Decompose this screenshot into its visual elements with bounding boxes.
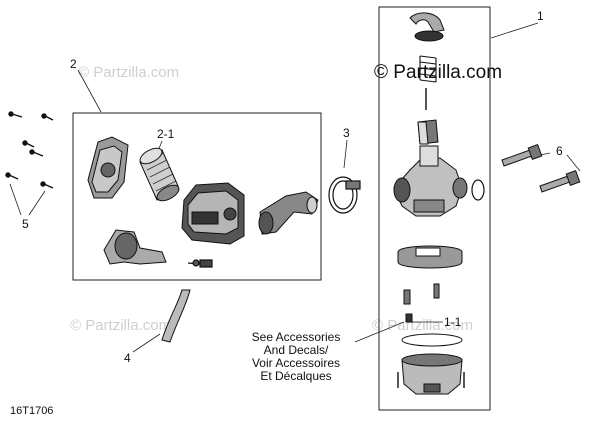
watermarks: © Partzilla.com © Partzilla.com © Partzi… [70, 62, 502, 334]
air-filter-element [139, 147, 180, 202]
float [397, 245, 463, 269]
jets [403, 283, 440, 323]
hose-clamp [328, 176, 361, 214]
callout-4: 4 [124, 351, 131, 365]
note-line-2: And Decals/ [264, 343, 329, 357]
callout-1: 1 [537, 9, 544, 23]
bowl-screws [397, 372, 465, 388]
float-bowl [401, 333, 463, 395]
throttle-slide [417, 119, 439, 145]
carb-elbow [409, 12, 445, 42]
accessories-note: See Accessories And Decals/ Voir Accesso… [252, 330, 341, 383]
note-line-4: Et Décalques [260, 369, 331, 383]
callout-3: 3 [343, 126, 350, 140]
watermark-faint-1: © Partzilla.com [78, 64, 179, 81]
group-box-2 [72, 112, 322, 281]
carb-oring [471, 179, 485, 201]
note-line-1: See Accessories [252, 330, 341, 344]
callout-2-1: 2-1 [157, 127, 175, 141]
group-box-1 [378, 6, 491, 411]
airbox-duct [103, 229, 167, 265]
screws-part-5 [5, 111, 54, 189]
watermark-faint-2: © Partzilla.com [70, 317, 171, 334]
drain-hose [161, 289, 191, 343]
carburetor-body [393, 145, 468, 217]
intake-boot [258, 191, 319, 235]
carb-spring [419, 55, 437, 83]
bolts [501, 144, 581, 193]
watermark-main: © Partzilla.com [374, 62, 502, 83]
vent-fitting [187, 259, 213, 268]
callout-5: 5 [22, 217, 29, 231]
callout-6-bolt: 6 [556, 144, 563, 158]
airbox-housing [181, 182, 245, 245]
airbox-cover [87, 136, 129, 199]
watermark-faint-3: © Partzilla.com [372, 317, 473, 334]
diagram-code: 16T1706 [10, 405, 53, 417]
leader-lines [9, 22, 581, 353]
callout-2: 2 [70, 57, 77, 71]
callout-1-1: 1-1 [444, 315, 462, 329]
note-line-3: Voir Accessoires [252, 356, 340, 370]
